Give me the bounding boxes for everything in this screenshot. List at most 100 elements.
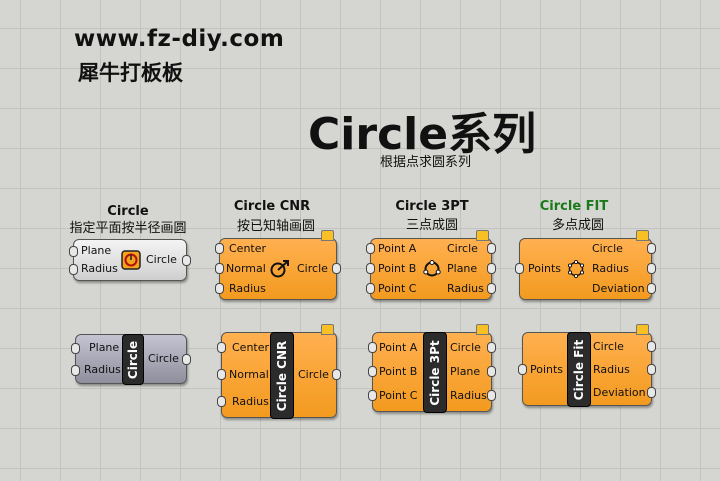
input-grip-radius[interactable] xyxy=(217,396,226,407)
output-circle: Circle xyxy=(592,242,623,255)
output-circle: Circle xyxy=(450,341,481,354)
input-points: Points xyxy=(530,363,564,376)
circle-fit-component[interactable]: Points Circle Radius Deviation xyxy=(515,230,656,300)
input-grip-point-a[interactable] xyxy=(368,342,377,353)
output-circle: Circle xyxy=(447,242,478,255)
output-circle: Circle xyxy=(298,368,329,381)
circle-cnr-icon xyxy=(270,260,289,278)
input-grip-point-b[interactable] xyxy=(366,263,375,274)
output-grip-radius[interactable] xyxy=(487,283,496,294)
output-grip-circle[interactable] xyxy=(332,263,341,274)
input-normal: Normal xyxy=(226,262,266,275)
caption-circle-fit-desc: 多点成圆 xyxy=(551,218,604,233)
caption-circle-fit: Circle FIT xyxy=(539,199,609,214)
output-deviation: Deviation xyxy=(592,282,645,295)
output-grip-plane[interactable] xyxy=(487,263,496,274)
preview-tab[interactable] xyxy=(636,324,649,335)
output-grip-radius[interactable] xyxy=(647,364,656,375)
preview-tab[interactable] xyxy=(321,324,334,335)
component-name-label: Circle Fit xyxy=(567,332,591,407)
input-plane: Plane xyxy=(89,341,120,354)
output-grip-plane[interactable] xyxy=(487,366,496,377)
output-grip-radius[interactable] xyxy=(487,390,496,401)
preview-tab[interactable] xyxy=(476,230,489,241)
circle-icon xyxy=(121,250,141,270)
preview-tab[interactable] xyxy=(476,324,489,335)
input-radius: Radius xyxy=(229,282,266,295)
input-point-a: Point A xyxy=(379,341,418,354)
page-title: Circle系列 xyxy=(308,109,537,160)
input-grip-radius[interactable] xyxy=(71,365,80,376)
output-grip-deviation[interactable] xyxy=(647,283,656,294)
caption-circle-cnr: Circle CNR xyxy=(233,199,311,214)
input-normal: Normal xyxy=(229,368,269,381)
input-grip-point-b[interactable] xyxy=(368,366,377,377)
input-grip-point-c[interactable] xyxy=(366,283,375,294)
output-grip-radius[interactable] xyxy=(647,263,656,274)
output-grip-circle[interactable] xyxy=(487,342,496,353)
input-center: Center xyxy=(232,341,270,354)
output-plane: Plane xyxy=(447,262,478,275)
input-grip-plane[interactable] xyxy=(69,246,78,257)
input-grip-normal[interactable] xyxy=(215,263,224,274)
input-radius: Radius xyxy=(81,262,118,275)
component-name-label: Circle CNR xyxy=(270,332,294,419)
output-grip-circle[interactable] xyxy=(332,369,341,380)
circle-fit-icon xyxy=(567,259,585,279)
circle-component[interactable]: Plane Radius Circle xyxy=(69,239,191,281)
input-points: Points xyxy=(528,262,562,275)
output-radius: Radius xyxy=(593,363,630,376)
input-point-c: Point C xyxy=(379,389,418,402)
caption-circle-3pt-desc: 三点成圆 xyxy=(405,218,458,233)
input-grip-radius[interactable] xyxy=(69,264,78,275)
input-plane: Plane xyxy=(81,244,112,257)
input-grip-normal[interactable] xyxy=(217,369,226,380)
component-name-label: Circle 3Pt xyxy=(423,332,447,413)
caption-circle: Circle xyxy=(107,204,149,219)
output-circle: Circle xyxy=(297,262,328,275)
input-radius: Radius xyxy=(84,363,121,376)
input-grip-center[interactable] xyxy=(217,342,226,353)
caption-circle-3pt: Circle 3PT xyxy=(395,199,469,214)
output-grip-circle[interactable] xyxy=(647,243,656,254)
site-url: www.fz-diy.com xyxy=(74,26,285,52)
output-grip-circle[interactable] xyxy=(487,243,496,254)
circle-component-text[interactable]: Plane Radius Circle Circle xyxy=(71,334,191,385)
component-name-label: Circle xyxy=(122,334,144,385)
input-grip-points[interactable] xyxy=(518,364,527,375)
output-circle: Circle xyxy=(148,352,179,365)
circle-cnr-component[interactable]: Center Normal Radius Circle xyxy=(215,230,341,300)
output-grip-circle[interactable] xyxy=(647,341,656,352)
output-plane: Plane xyxy=(450,365,481,378)
input-point-b: Point B xyxy=(379,365,418,378)
caption-circle-cnr-desc: 按已知轴画圆 xyxy=(236,219,315,234)
site-subtitle: 犀牛打板板 xyxy=(78,61,183,85)
output-grip-deviation[interactable] xyxy=(647,387,656,398)
preview-tab[interactable] xyxy=(636,230,649,241)
circle-3pt-component-text[interactable]: Point A Point B Point C Circle Plane Rad… xyxy=(368,324,496,413)
input-grip-point-c[interactable] xyxy=(368,390,377,401)
output-grip-circle[interactable] xyxy=(182,354,191,365)
caption-circle-desc: 指定平面按半径画圆 xyxy=(69,221,187,236)
circle-3pt-component[interactable]: Point A Point B Point C Circle Plane Rad… xyxy=(366,230,496,300)
input-grip-points[interactable] xyxy=(515,263,524,274)
output-radius: Radius xyxy=(447,282,484,295)
output-circle: Circle xyxy=(593,340,624,353)
input-point-c: Point C xyxy=(378,282,417,295)
input-radius: Radius xyxy=(232,395,269,408)
output-deviation: Deviation xyxy=(593,386,646,399)
output-radius: Radius xyxy=(450,389,487,402)
input-grip-point-a[interactable] xyxy=(366,243,375,254)
circle-3pt-icon xyxy=(423,260,441,277)
input-grip-plane[interactable] xyxy=(71,343,80,354)
input-grip-center[interactable] xyxy=(215,243,224,254)
output-grip-circle[interactable] xyxy=(182,255,191,266)
input-center: Center xyxy=(229,242,267,255)
output-radius: Radius xyxy=(592,262,629,275)
preview-tab[interactable] xyxy=(321,230,334,241)
circle-cnr-component-text[interactable]: Center Normal Radius Circle Circle CNR xyxy=(217,324,341,419)
input-grip-radius[interactable] xyxy=(215,283,224,294)
circle-fit-component-text[interactable]: Points Circle Radius Deviation Circle Fi… xyxy=(518,324,656,407)
input-point-b: Point B xyxy=(378,262,417,275)
input-point-a: Point A xyxy=(378,242,417,255)
